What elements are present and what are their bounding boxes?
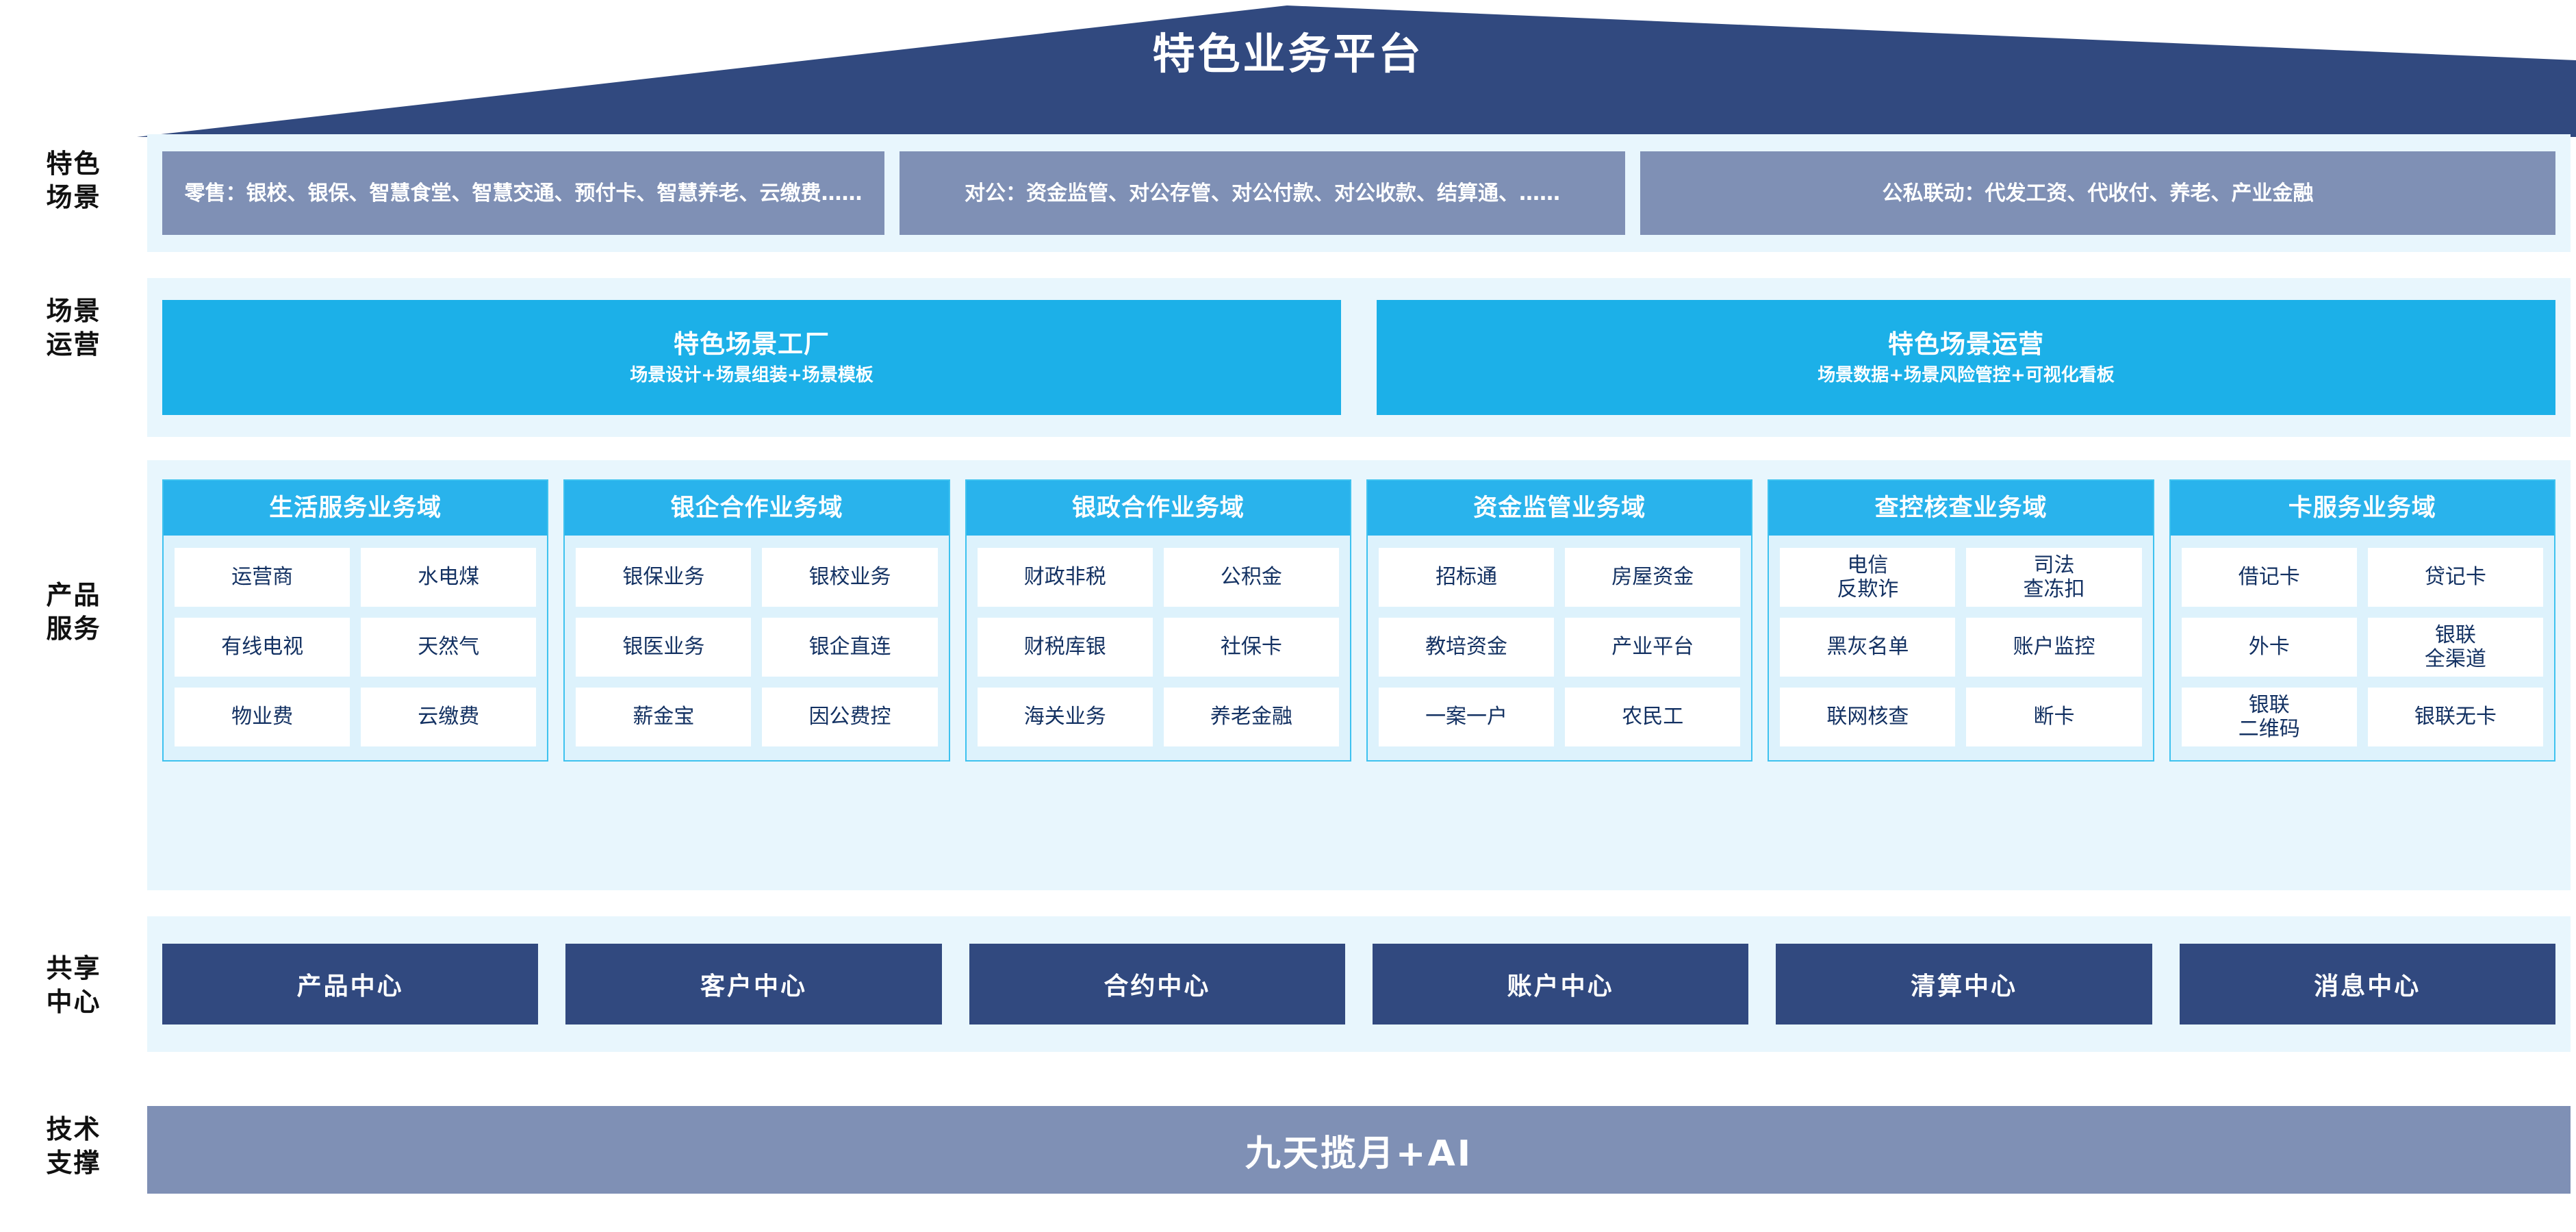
ops-subtitle: 场景设计+场景组装+场景模板 [630,364,873,386]
product-cell-grid: 电信 反欺诈司法 查冻扣黑灰名单账户监控联网核查断卡 [1769,536,2152,760]
product-domain-column: 银企合作业务域银保业务银校业务银医业务银企直连薪金宝因公费控 [563,479,950,762]
shared-center-box[interactable]: 清算中心 [1776,944,2152,1024]
product-cell-grid: 招标通房屋资金教培资金产业平台一案一户农民工 [1368,536,1751,760]
product-cell[interactable]: 联网核查 [1780,688,1956,746]
product-cell[interactable]: 物业费 [175,688,350,746]
rail-label-featured-scene: 特色 场景 [46,149,101,212]
product-cell[interactable]: 薪金宝 [576,688,752,746]
shared-center-box[interactable]: 合约中心 [969,944,1345,1024]
tech-support-band: 九天揽月+AI [147,1106,2571,1194]
ops-title: 特色场景运营 [1888,329,2044,359]
product-domain-title: 银企合作业务域 [565,481,949,536]
product-cell-grid: 借记卡贷记卡外卡银联 全渠道银联 二维码银联无卡 [2171,536,2554,760]
rail-label-product-service: 产品 服务 [46,580,101,644]
product-cell[interactable]: 水电煤 [361,548,537,607]
product-cell-grid: 运营商水电煤有线电视天然气物业费云缴费 [164,536,547,760]
shared-center-box[interactable]: 客户中心 [565,944,942,1024]
scene-box-public-private-linkage[interactable]: 公私联动：代发工资、代收付、养老、产业金融 [1640,151,2555,235]
product-cell[interactable]: 产业平台 [1565,618,1741,677]
product-cell[interactable]: 黑灰名单 [1780,618,1956,677]
product-cell[interactable]: 银医业务 [576,618,752,677]
ops-box-scene-operation[interactable]: 特色场景运营 场景数据+场景风险管控+可视化看板 [1377,300,2555,415]
scene-box-corporate[interactable]: 对公：资金监管、对公存管、对公付款、对公收款、结算通、…… [900,151,1625,235]
product-domain-title: 卡服务业务域 [2170,481,2554,536]
product-domain-column: 卡服务业务域借记卡贷记卡外卡银联 全渠道银联 二维码银联无卡 [2169,479,2555,762]
product-cell[interactable]: 天然气 [361,618,537,677]
product-cell[interactable]: 外卡 [2181,618,2357,677]
product-domain-column: 银政合作业务域财政非税公积金财税库银社保卡海关业务养老金融 [965,479,1351,762]
product-cell-grid: 财政非税公积金财税库银社保卡海关业务养老金融 [967,536,1350,760]
shared-center-box[interactable]: 账户中心 [1372,944,1749,1024]
product-service-band: 生活服务业务域运营商水电煤有线电视天然气物业费云缴费银企合作业务域银保业务银校业… [147,460,2571,890]
scene-box-retail[interactable]: 零售：银校、银保、智慧食堂、智慧交通、预付卡、智慧养老、云缴费…… [162,151,884,235]
featured-scene-band: 零售：银校、银保、智慧食堂、智慧交通、预付卡、智慧养老、云缴费…… 对公：资金监… [147,134,2571,252]
product-domain-title: 银政合作业务域 [966,481,1350,536]
product-cell[interactable]: 一案一户 [1378,688,1555,746]
product-cell[interactable]: 海关业务 [977,688,1153,746]
product-cell[interactable]: 银企直连 [762,618,938,677]
ops-box-scene-factory[interactable]: 特色场景工厂 场景设计+场景组装+场景模板 [162,300,1341,415]
product-cell[interactable]: 财税库银 [977,618,1153,677]
product-cell[interactable]: 财政非税 [977,548,1153,607]
rail-label-shared-center: 共享 中心 [46,953,101,1017]
product-cell[interactable]: 账户监控 [1966,618,2142,677]
product-cell[interactable]: 银保业务 [576,548,752,607]
product-cell[interactable]: 农民工 [1565,688,1741,746]
product-cell[interactable]: 司法 查冻扣 [1966,548,2142,607]
product-cell[interactable]: 银联无卡 [2367,688,2543,746]
product-cell[interactable]: 因公费控 [762,688,938,746]
product-cell[interactable]: 教培资金 [1378,618,1555,677]
product-cell[interactable]: 借记卡 [2181,548,2357,607]
product-cell[interactable]: 银校业务 [762,548,938,607]
product-domain-column: 资金监管业务域招标通房屋资金教培资金产业平台一案一户农民工 [1366,479,1753,762]
product-cell-grid: 银保业务银校业务银医业务银企直连薪金宝因公费控 [565,536,948,760]
scene-operations-band: 特色场景工厂 场景设计+场景组装+场景模板 特色场景运营 场景数据+场景风险管控… [147,278,2571,437]
page-title: 特色业务平台 [1152,29,1424,79]
product-cell[interactable]: 银联 二维码 [2181,688,2357,746]
product-domain-title: 生活服务业务域 [164,481,548,536]
product-cell[interactable]: 电信 反欺诈 [1780,548,1956,607]
rail-label-scene-operations: 场景 运营 [46,296,101,360]
product-cell[interactable]: 房屋资金 [1565,548,1741,607]
shared-center-box[interactable]: 消息中心 [2179,944,2555,1024]
product-cell[interactable]: 云缴费 [361,688,537,746]
product-domain-title: 资金监管业务域 [1367,481,1752,536]
ops-subtitle: 场景数据+场景风险管控+可视化看板 [1818,364,2115,386]
product-domain-column: 生活服务业务域运营商水电煤有线电视天然气物业费云缴费 [162,479,549,762]
product-cell[interactable]: 贷记卡 [2367,548,2543,607]
product-domain-title: 查控核查业务域 [1769,481,2153,536]
product-cell[interactable]: 有线电视 [175,618,350,677]
shared-center-band: 产品中心客户中心合约中心账户中心清算中心消息中心 [147,916,2571,1052]
product-cell[interactable]: 养老金融 [1163,688,1339,746]
ops-title: 特色场景工厂 [674,329,830,359]
platform-roof: 特色业务平台 [0,0,2576,137]
tech-support-bar[interactable]: 九天揽月+AI [147,1106,2571,1194]
product-cell[interactable]: 社保卡 [1163,618,1339,677]
shared-center-box[interactable]: 产品中心 [162,944,539,1024]
rail-label-tech-support: 技术 支撑 [46,1114,101,1178]
product-cell[interactable]: 公积金 [1163,548,1339,607]
roof-shape [137,5,2576,137]
product-cell[interactable]: 招标通 [1378,548,1555,607]
product-cell[interactable]: 银联 全渠道 [2367,618,2543,677]
product-domain-column: 查控核查业务域电信 反欺诈司法 查冻扣黑灰名单账户监控联网核查断卡 [1768,479,2154,762]
product-cell[interactable]: 断卡 [1966,688,2142,746]
product-cell[interactable]: 运营商 [175,548,350,607]
